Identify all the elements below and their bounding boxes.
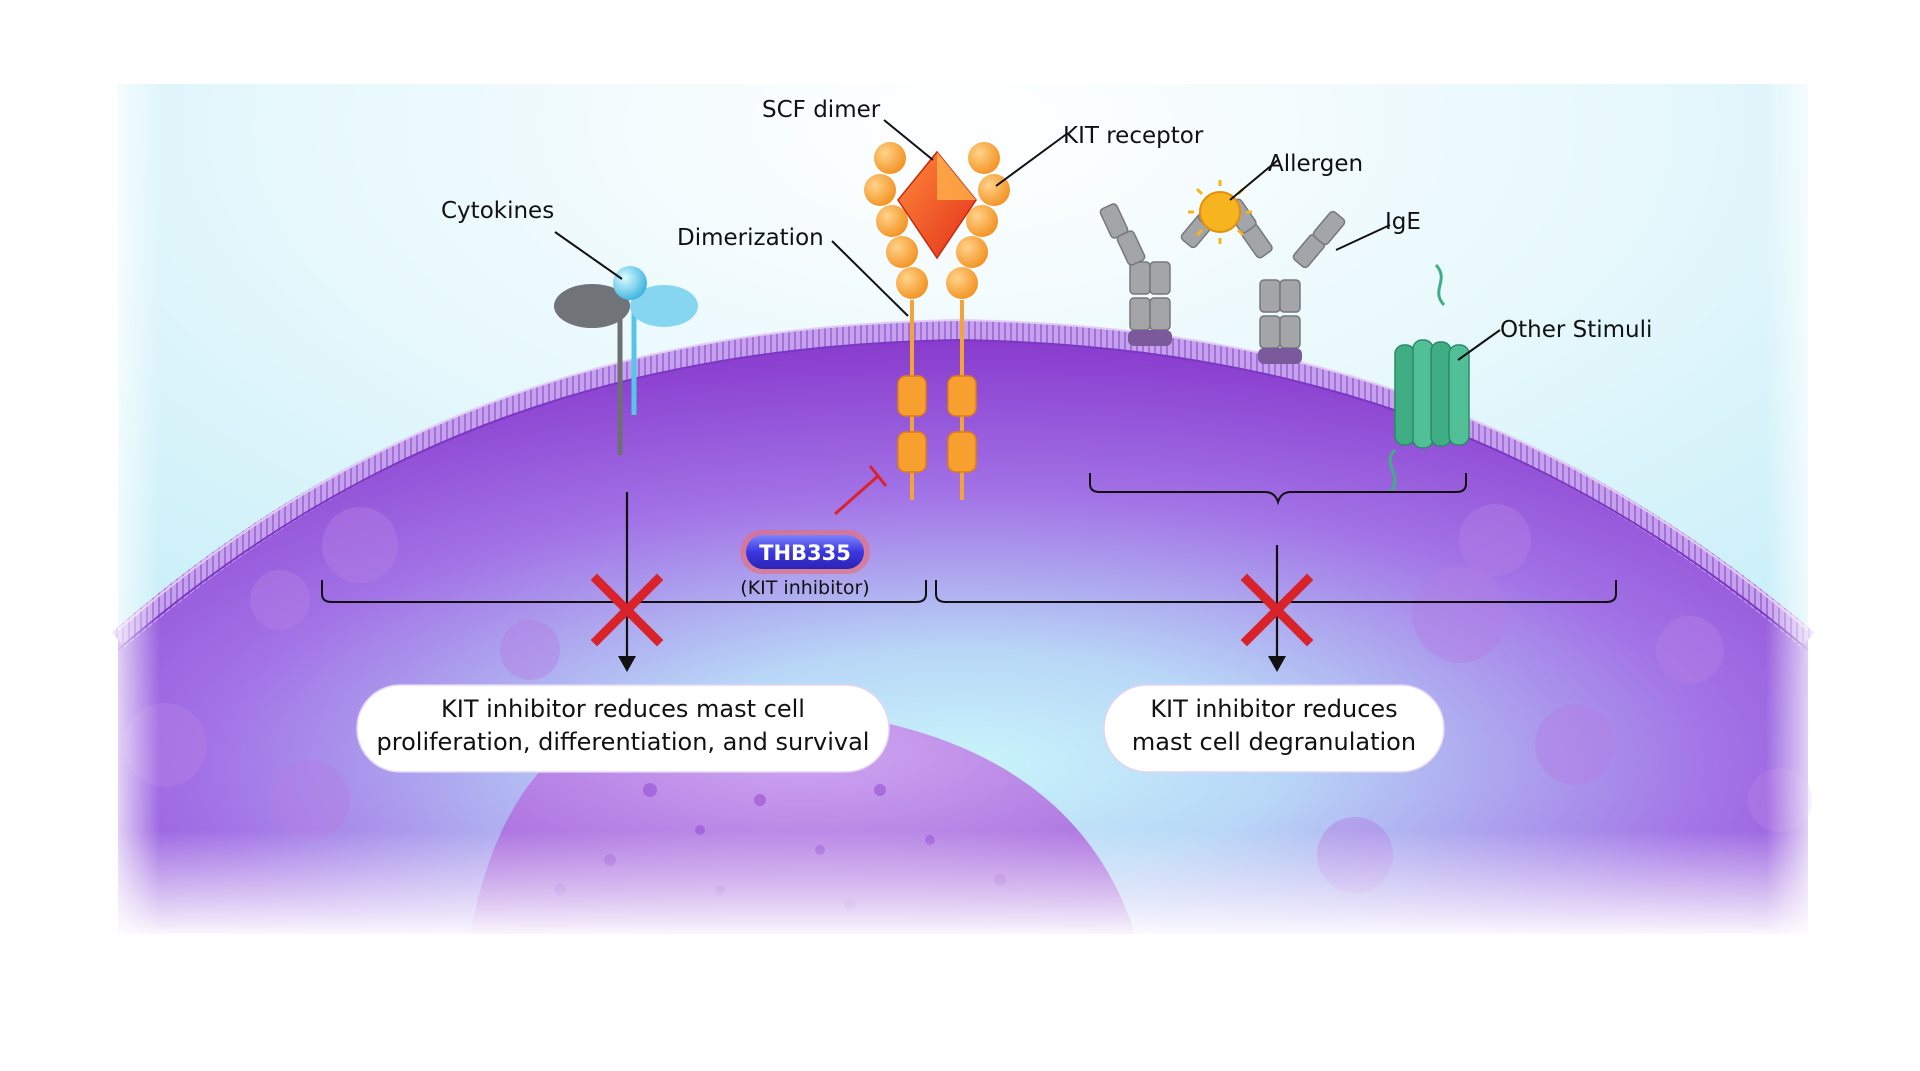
block-x-right: [1240, 573, 1314, 647]
brace-degranulation-stimuli: [1089, 473, 1467, 506]
label-ige: IgE: [1385, 209, 1421, 235]
outcome-left-line1: KIT inhibitor reduces mast cell: [441, 695, 805, 723]
label-cytokines: Cytokines: [441, 198, 554, 224]
outcome-box-left: KIT inhibitor reduces mast cell prolifer…: [356, 684, 890, 773]
kit-inhibitor-subtitle: (KIT inhibitor): [740, 577, 869, 599]
leader-lines: [554, 119, 1501, 361]
allergen-particle: [1188, 180, 1252, 244]
label-allergen: Allergen: [1268, 151, 1363, 177]
outcome-right-line2: mast cell degranulation: [1132, 728, 1416, 756]
label-kit-receptor: KIT receptor: [1063, 123, 1204, 149]
thb335-label: THB335: [759, 541, 851, 565]
thb335-inhibitor: THB335: [740, 530, 870, 574]
arrow-left-head: [618, 656, 636, 672]
arrow-right-head: [1268, 656, 1286, 672]
cytokine-receptor: [554, 266, 698, 455]
label-dimerization: Dimerization: [677, 225, 824, 251]
outcome-left-line2: proliferation, differentiation, and surv…: [377, 728, 870, 756]
label-scf-dimer: SCF dimer: [762, 97, 881, 123]
outcome-box-right: KIT inhibitor reduces mast cell degranul…: [1103, 684, 1445, 773]
outcome-right-line1: KIT inhibitor reduces: [1150, 695, 1397, 723]
inhibition-marker: [834, 465, 888, 516]
kit-receptor-dimer: [864, 142, 1010, 500]
cytokine-ball: [613, 266, 647, 300]
label-other-stimuli: Other Stimuli: [1500, 317, 1652, 343]
gpcr-receptor: [1388, 263, 1470, 493]
block-x-left: [590, 573, 664, 647]
